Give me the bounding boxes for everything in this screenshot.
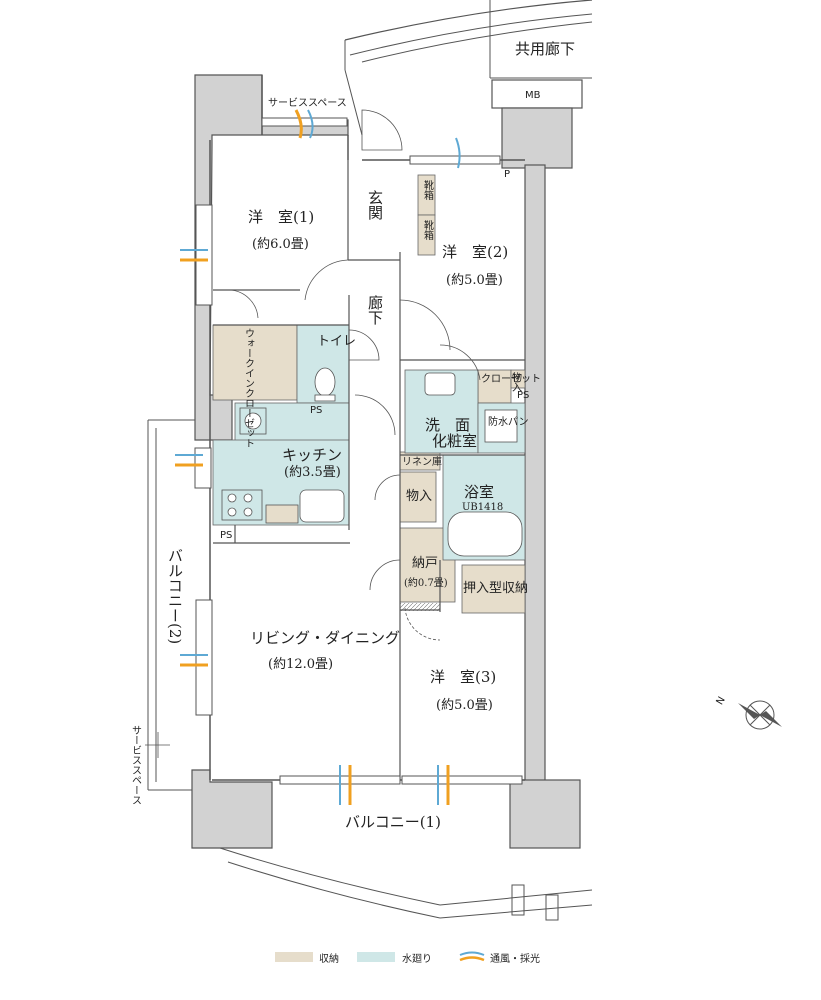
washroom-label-1: 洗 面: [425, 416, 470, 434]
western-room-3-size-label: (約5.0畳): [436, 698, 493, 713]
service-space-left-label: サービススペース: [130, 725, 142, 805]
western-room-2-size: (約5.0畳): [446, 273, 503, 288]
living-dining-size-label: (約12.0畳): [268, 657, 333, 672]
balcony-2-outline: [147, 419, 195, 791]
compass-icon: [738, 700, 782, 730]
closet-label: クローゼット: [481, 373, 541, 385]
oshiire-label: 押入型収納: [463, 581, 528, 596]
closet-storage-size-label: (約0.7畳): [404, 576, 448, 589]
toilet-label: トイレ: [317, 334, 356, 349]
western-room-1-size: (約6.0畳): [252, 237, 309, 252]
balcony-1-label: バルコニー(1): [345, 813, 441, 831]
kitchen-size-label: (約3.5畳): [284, 465, 341, 480]
western-room-3-label: 洋 室(3): [430, 668, 496, 686]
mb-label: MB: [525, 90, 541, 101]
shoe-box-2-label: 靴箱: [422, 219, 434, 241]
shoe-box-1-label: 靴箱: [422, 179, 434, 201]
door-swings: [229, 109, 481, 641]
p-label: P: [504, 169, 510, 180]
legend-water-swatch: [357, 952, 395, 962]
fixtures: [221, 367, 523, 557]
waterproof-pan-label: 防水パン: [488, 415, 529, 428]
western-room-2-label: 洋 室(2): [442, 243, 508, 261]
storage-1-label: 物入: [510, 371, 522, 392]
balcony-1-outline: [219, 847, 593, 921]
ventilation-arrows: [175, 109, 461, 805]
balcony-2-label: バルコニー(2): [166, 548, 184, 644]
common-corridor-label: 共用廊下: [515, 40, 575, 58]
closet-storage-label: 納戸: [412, 556, 438, 571]
legend-ventilation-label: 通風・採光: [490, 952, 540, 965]
storage-2-label: 物入: [406, 489, 432, 504]
service-space-top-label: サービススペース: [268, 97, 347, 109]
legend-ventilation-icon: [459, 951, 485, 962]
left-windows: [194, 204, 213, 716]
ps-1-label: PS: [310, 405, 322, 416]
ps-3-label: PS: [220, 530, 232, 541]
compass-label: N: [715, 695, 728, 707]
ps-2-label: PS: [517, 390, 529, 401]
washroom-label-2: 化粧室: [432, 432, 477, 450]
bathroom-code-label: UB1418: [462, 502, 503, 513]
interior-walls: [213, 160, 525, 780]
hatched-floor: [400, 603, 440, 611]
living-dining-label: リビング・ダイニング: [250, 629, 400, 647]
kitchen-label: キッチン: [282, 446, 342, 464]
service-space-marker: [145, 732, 170, 758]
legend-storage-swatch: [275, 952, 313, 962]
corridor-label: 廊下: [366, 295, 384, 325]
storage-areas: [212, 174, 526, 614]
legend-water-label: 水廻り: [402, 953, 432, 965]
bathroom-label: 浴室: [464, 483, 494, 501]
entrance-label: 玄関: [366, 190, 384, 221]
legend-storage-label: 収納: [319, 952, 339, 965]
walk-in-closet-label: ウォークインクローゼット: [243, 328, 255, 448]
western-room-1-label: 洋 室(1): [248, 208, 314, 226]
linen-label: リネン庫: [402, 455, 442, 468]
